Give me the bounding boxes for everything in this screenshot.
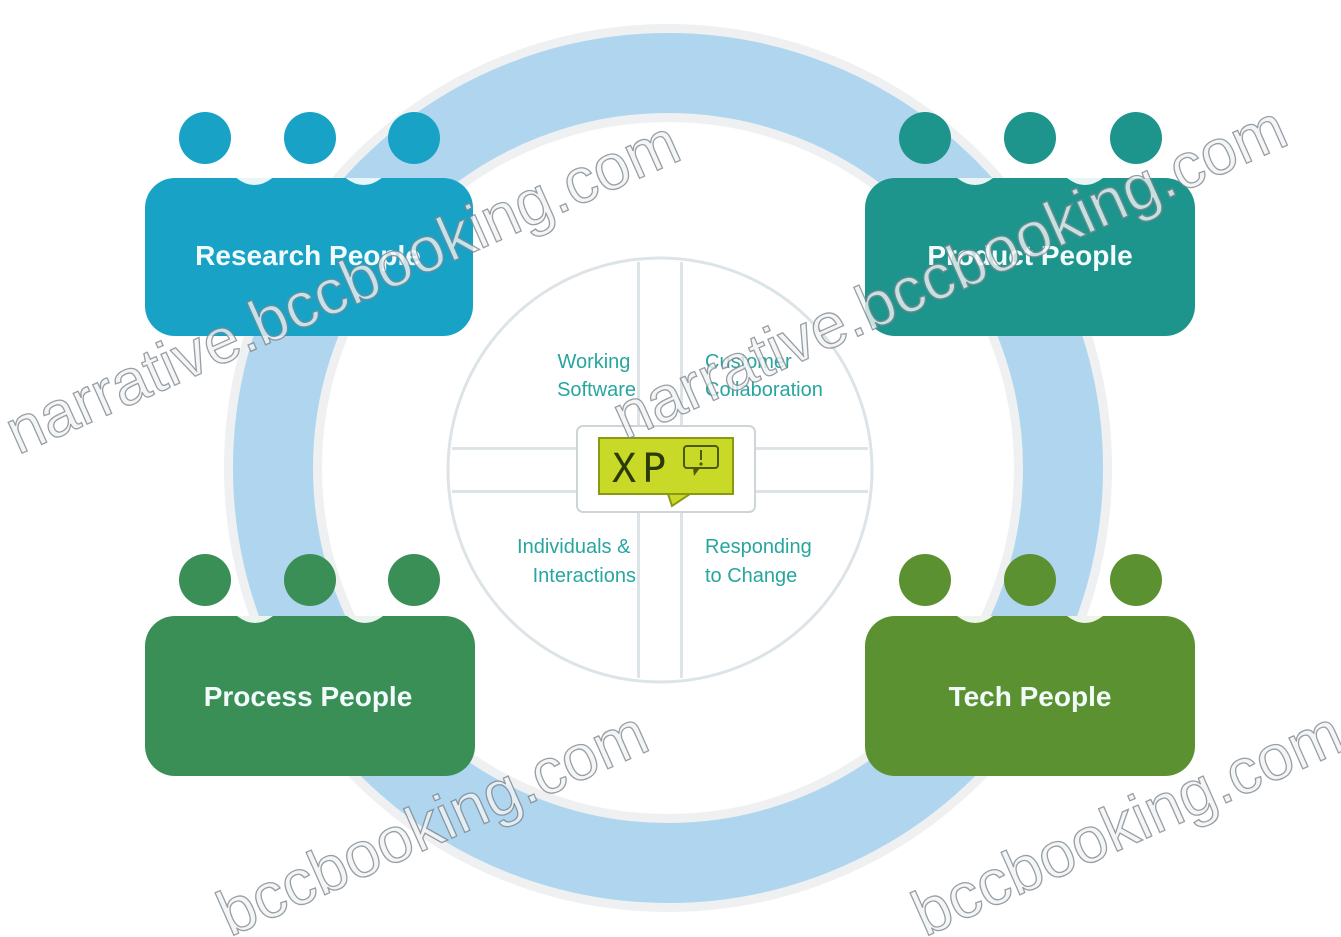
- speech-bubble-tail: [666, 493, 694, 508]
- group-label: Research People: [195, 240, 421, 271]
- xp-label: XP: [612, 446, 672, 492]
- group-label: Product People: [927, 240, 1132, 271]
- group-research-people: Research People: [145, 112, 473, 336]
- quadrant-individuals-interactions: Individuals & Interactions: [517, 536, 636, 587]
- shoulder-gap: [957, 616, 993, 623]
- shoulder-gap: [347, 616, 383, 623]
- person-head-icon: [1110, 554, 1162, 606]
- group-product-people: Product People: [865, 112, 1195, 336]
- shoulder-gap: [237, 616, 273, 623]
- quadrant-top-left-line1: Working: [557, 351, 630, 373]
- quadrant-responding-to-change: Responding to Change: [705, 536, 817, 587]
- person-head-icon: [899, 554, 951, 606]
- shoulder-gap: [1067, 616, 1103, 623]
- people-body-block: [145, 616, 475, 776]
- group-tech-people: Tech People: [865, 554, 1195, 776]
- quadrant-bottom-left-line1: Individuals &: [517, 536, 631, 558]
- person-head-icon: [388, 554, 440, 606]
- group-process-people: Process People: [145, 554, 475, 776]
- person-head-icon: [388, 112, 440, 164]
- quadrant-working-software: Working Software: [557, 351, 636, 401]
- group-label: Tech People: [949, 681, 1112, 712]
- people-body-block: [145, 178, 473, 336]
- group-label: Process People: [204, 681, 413, 712]
- person-head-icon: [1004, 112, 1056, 164]
- speech-bubble-icon: [683, 445, 719, 476]
- shoulder-gap: [957, 178, 993, 185]
- quadrant-top-right-line2: Collaboration: [705, 379, 823, 401]
- person-head-icon: [284, 554, 336, 606]
- quadrant-bottom-left-line2: Interactions: [533, 565, 636, 587]
- shoulder-gap: [345, 178, 382, 185]
- person-head-icon: [284, 112, 336, 164]
- person-head-icon: [1110, 112, 1162, 164]
- person-head-icon: [899, 112, 951, 164]
- person-head-icon: [1004, 554, 1056, 606]
- shoulder-gap: [1067, 178, 1103, 185]
- quadrant-customer-collaboration: Customer Collaboration: [705, 351, 823, 401]
- people-body-block: [865, 616, 1195, 776]
- quadrant-top-left-line2: Software: [557, 379, 636, 401]
- shoulder-gap: [236, 178, 273, 185]
- quadrant-bottom-right-line2: to Change: [705, 565, 797, 587]
- xp-badge: XP: [576, 425, 756, 513]
- person-head-icon: [179, 554, 231, 606]
- people-body-block: [865, 178, 1195, 336]
- quadrant-bottom-right-line1: Responding: [705, 536, 812, 558]
- quadrant-top-right-line1: Customer: [705, 351, 792, 373]
- cycle-ring: [224, 24, 1112, 912]
- person-head-icon: [179, 112, 231, 164]
